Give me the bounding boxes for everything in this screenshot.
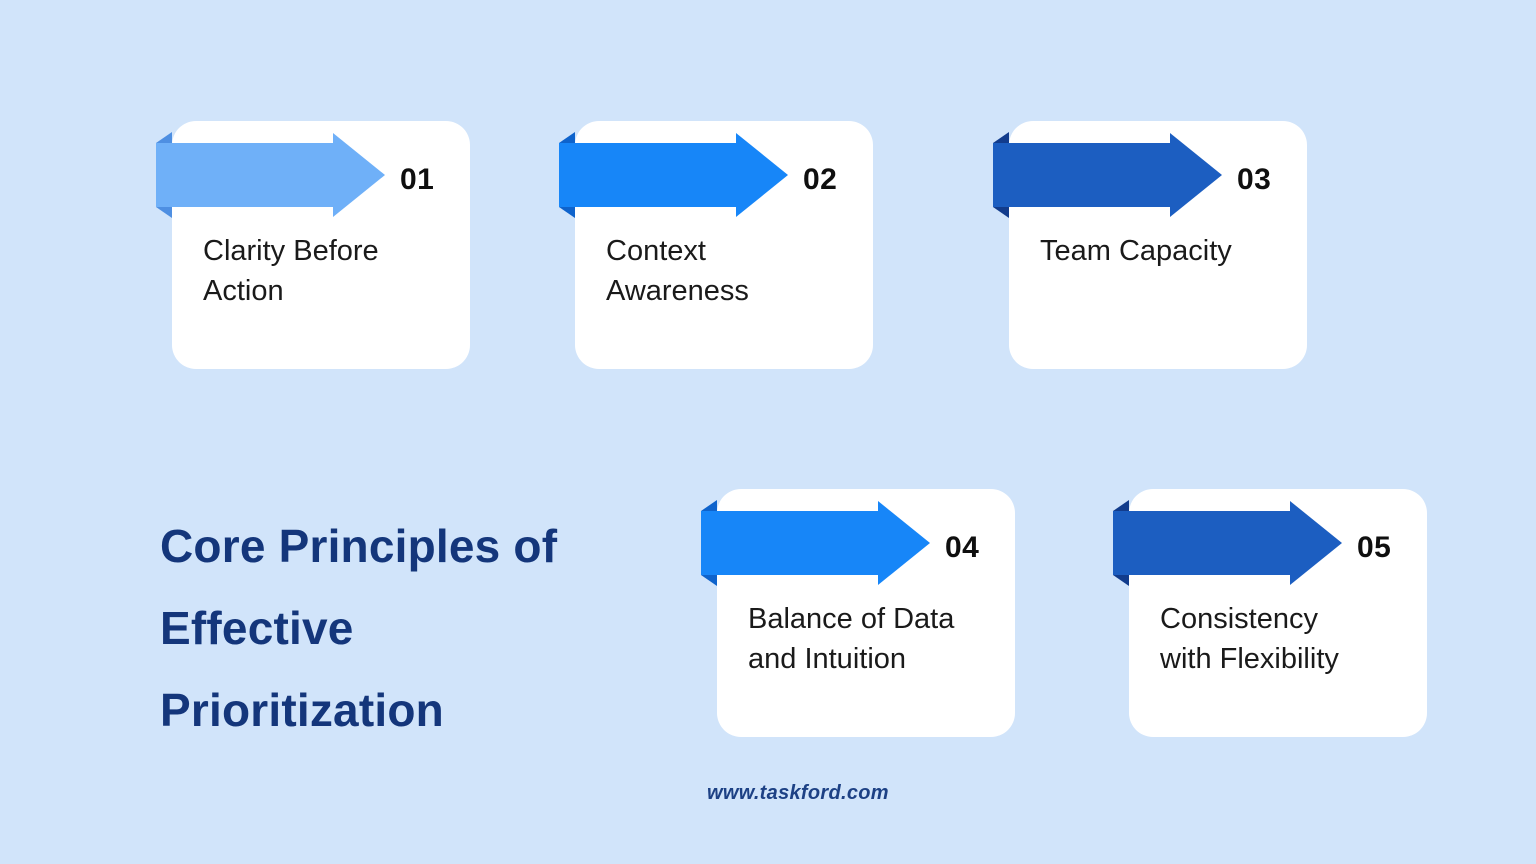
website-url: www.taskford.com bbox=[707, 782, 889, 804]
ribbon-arrow-right-icon bbox=[156, 132, 385, 218]
card-label: Team Capacity bbox=[1040, 235, 1232, 267]
card-consistency-with-flexibility: 05 Consistency with Flexibility bbox=[1113, 489, 1427, 737]
card-number: 03 bbox=[1237, 163, 1272, 196]
card-balance-of-data-and-intuition: 04 Balance of Data and Intuition bbox=[701, 489, 1015, 737]
ribbon-arrow-right-icon bbox=[993, 132, 1222, 218]
page-title-line: Core Principles of bbox=[160, 520, 558, 572]
card-label: Consistency with Flexibility bbox=[1160, 603, 1339, 675]
ribbon-arrow-right-icon bbox=[1113, 500, 1342, 586]
card-context-awareness: 02 Context Awareness bbox=[559, 121, 873, 369]
ribbon-arrow-right-icon bbox=[559, 132, 788, 218]
ribbon-arrow-right-icon bbox=[701, 500, 930, 586]
card-team-capacity: 03 Team Capacity bbox=[993, 121, 1307, 369]
card-number: 05 bbox=[1357, 531, 1392, 564]
page-title: Core Principles of Effective Prioritizat… bbox=[160, 505, 557, 751]
card-number: 04 bbox=[945, 531, 980, 564]
card-number: 01 bbox=[400, 163, 435, 196]
card-clarity-before-action: 01 Clarity Before Action bbox=[156, 121, 470, 369]
page-title-line: Prioritization bbox=[160, 684, 444, 736]
card-label: Context Awareness bbox=[606, 235, 749, 307]
card-label: Clarity Before Action bbox=[203, 235, 379, 307]
page-title-line: Effective bbox=[160, 602, 354, 654]
card-label: Balance of Data and Intuition bbox=[748, 603, 955, 675]
card-number: 02 bbox=[803, 163, 838, 196]
